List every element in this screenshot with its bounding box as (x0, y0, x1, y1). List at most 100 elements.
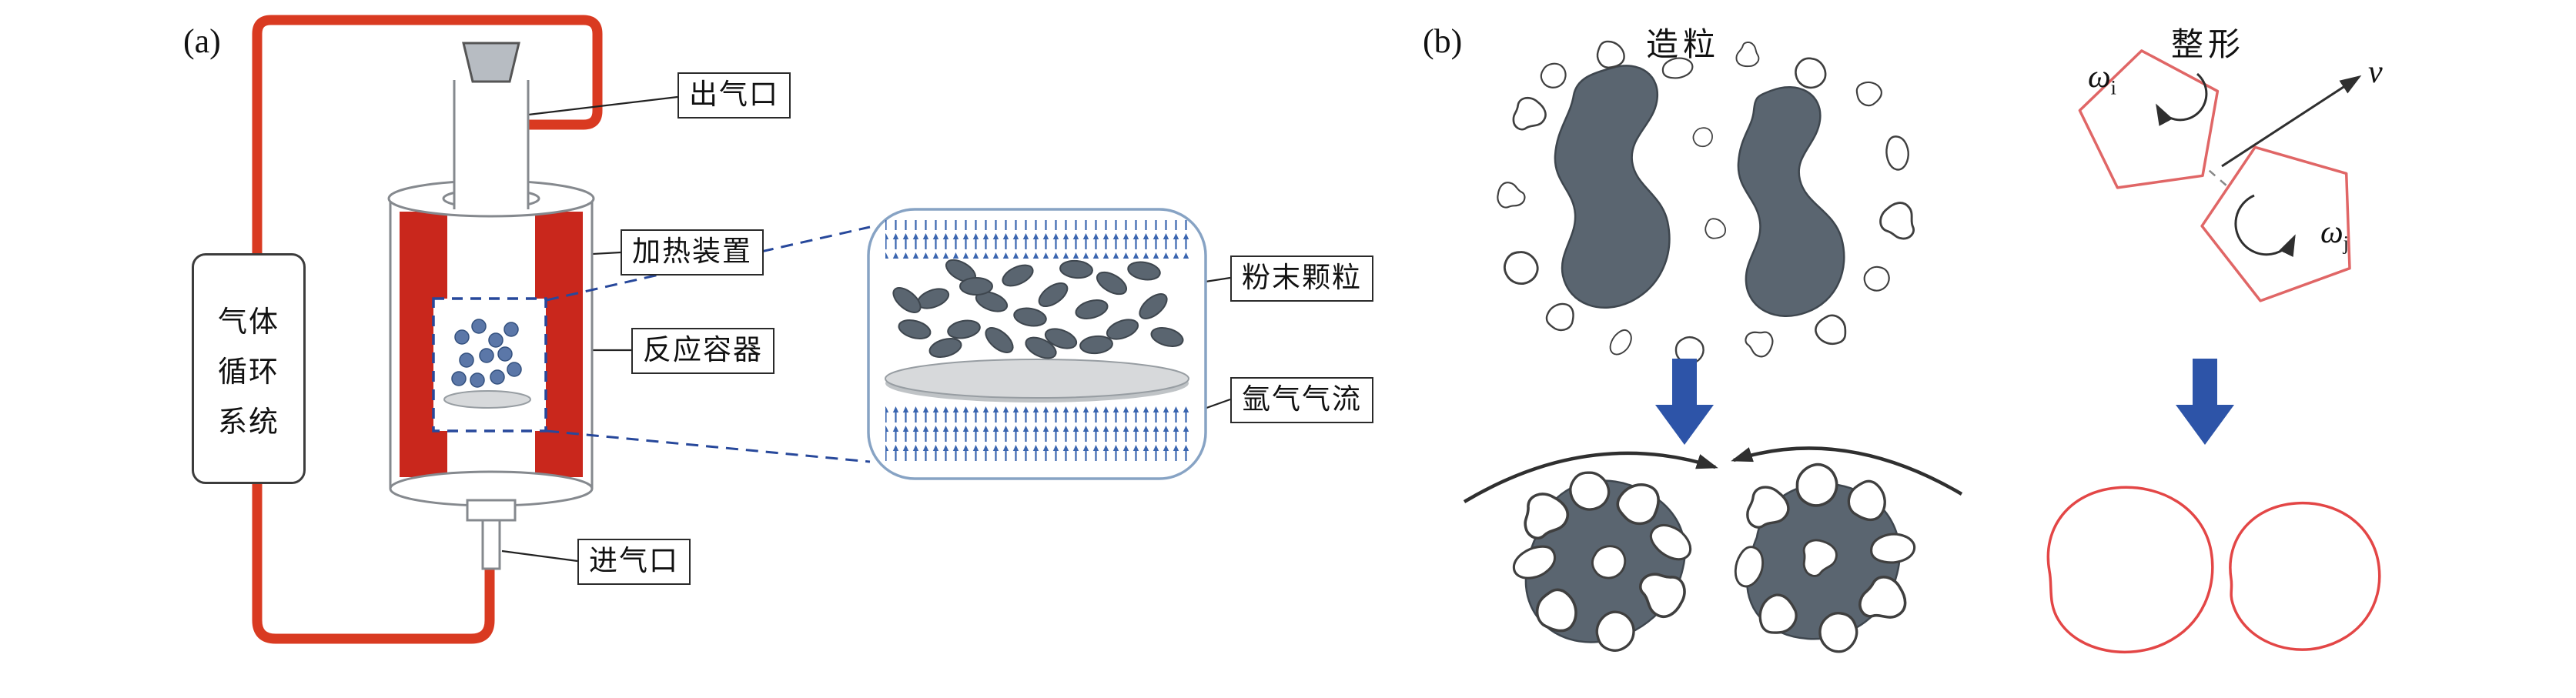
powder-fragment (1745, 331, 1774, 358)
neck-tube-fill (455, 80, 527, 209)
vessel-particle (459, 352, 474, 368)
omega-i-symbol: ω (2088, 59, 2111, 95)
panel-a-apparatus (252, 15, 1231, 644)
vessel-particle (471, 319, 487, 334)
granulation-title: 造粒 (1646, 28, 1721, 63)
rotation-arrow-left (1463, 451, 1718, 503)
panel-b-tag: (b) (1423, 22, 1463, 60)
gas-system-line-3: 系统 (217, 406, 279, 439)
powder-particle (1013, 307, 1047, 327)
callout-gas-outlet: 出气口 (677, 72, 791, 119)
vessel-particle (507, 362, 522, 377)
powder-particle (892, 287, 922, 313)
rounded-particle-right (2229, 501, 2381, 651)
powder-particle (1059, 259, 1093, 279)
powder-fragment (1605, 326, 1636, 359)
gas-circulation-system-box: 气体 循环 系统 (192, 253, 306, 484)
omega-j-rotation-arrow (2234, 194, 2296, 257)
granulation-after (1463, 446, 1963, 660)
powder-fragment (1853, 79, 1884, 109)
powder-fragment (1811, 309, 1852, 349)
powder-fragment (1494, 179, 1527, 210)
pentagon-particle-j (2200, 145, 2351, 302)
vessel-particle (497, 346, 513, 362)
powder-particle (975, 291, 1009, 312)
powder-particle (1127, 261, 1161, 281)
powder-particle (1038, 282, 1069, 308)
leader-outlet (521, 95, 678, 117)
panel-a-tag: (a) (183, 22, 221, 60)
powder-fragment (1882, 133, 1912, 172)
neck-stopper (462, 42, 520, 83)
powder-particle (1106, 319, 1139, 340)
magnify-link-bottom (546, 429, 871, 463)
shaping-process-arrow (2176, 359, 2234, 445)
granulation-process-arrow (1655, 359, 1714, 445)
inlet-tube (481, 519, 501, 570)
bottom-stub (466, 499, 517, 522)
powder-particle (1079, 335, 1113, 355)
powder-particle (1150, 327, 1184, 347)
powder-particle (959, 277, 993, 296)
callout-reaction-vessel: 反应容器 (631, 328, 774, 375)
powder-particle (1096, 271, 1127, 296)
powder-fragment (1790, 52, 1831, 93)
vessel-particle (451, 371, 467, 386)
powder-particle (985, 327, 1014, 353)
powder-fragment (1692, 127, 1713, 148)
argon-arrows-top (885, 220, 1189, 259)
powder-particle (1139, 293, 1168, 319)
panel-b-granulation (1463, 35, 1963, 660)
magnified-inset (867, 208, 1207, 480)
inset-powder-particles (892, 259, 1184, 359)
powder-particle (1002, 264, 1034, 287)
gas-circulation-pipe (252, 15, 603, 259)
powder-particle (1044, 328, 1078, 349)
shaping-after (2046, 486, 2381, 653)
omega-j-symbol: ω (2320, 215, 2343, 250)
callout-powder-particles: 粉末颗粒 (1230, 255, 1373, 302)
rounded-particle-left (2046, 486, 2214, 653)
rotation-arrow-right (1731, 446, 1963, 496)
gas-system-line-2: 循环 (217, 356, 279, 389)
powder-fragment (1861, 263, 1893, 295)
powder-fragment (1731, 39, 1761, 72)
powder-particle (1075, 299, 1109, 319)
omega-i-rotation-arrow (2156, 72, 2208, 126)
vessel-particle (490, 369, 505, 385)
powder-particle (1025, 336, 1057, 359)
callout-heater: 加热装置 (621, 229, 764, 276)
omega-j-subscript: j (2343, 232, 2349, 255)
vessel-particle (503, 322, 519, 337)
powder-fragment (1497, 244, 1544, 292)
powder-fragment (1541, 298, 1581, 337)
argon-arrows-bottom (885, 406, 1189, 463)
powder-fragment (1875, 195, 1925, 245)
powder-particle (947, 319, 981, 339)
powder-fragment (1509, 93, 1551, 137)
powder-particle (928, 338, 962, 358)
panel-b-shaping (2046, 49, 2381, 653)
vessel-sample-plate (443, 390, 531, 409)
vessel-powder-cluster (451, 319, 522, 388)
reaction-zone-dashed-box (432, 297, 547, 432)
agglomerate-core-left (1554, 65, 1671, 309)
gas-system-line-1: 气体 (217, 306, 279, 339)
velocity-arrow (2221, 75, 2362, 168)
powder-fragment (1700, 214, 1730, 244)
callout-gas-inlet: 进气口 (577, 539, 691, 586)
granulation-before (1494, 35, 1925, 369)
vessel-particle (470, 372, 485, 388)
shaping-before (2078, 49, 2362, 302)
inset-plate (885, 359, 1189, 399)
argon-flow-bands (885, 220, 1189, 463)
granule-fragment (1591, 545, 1627, 579)
vessel-particle (488, 332, 503, 348)
omega-j-label: ωj (2320, 214, 2349, 255)
powder-fragment (1540, 62, 1567, 89)
shaping-title: 整形 (2171, 28, 2246, 63)
velocity-label: v (2368, 55, 2383, 90)
gas-return-pipe (252, 475, 495, 644)
